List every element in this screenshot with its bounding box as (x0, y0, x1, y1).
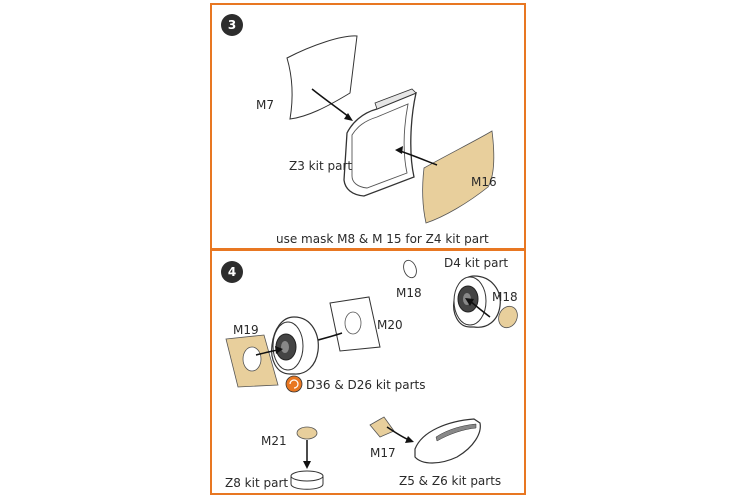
arrow-m7-head (344, 113, 353, 121)
arrow-m17 (386, 426, 410, 441)
label-m21: M21 (261, 434, 287, 448)
label-m16: M16 (471, 175, 497, 189)
part-z8-top (290, 470, 324, 482)
mask-m20-hole (344, 311, 362, 335)
arrow-m19-head (275, 346, 283, 354)
step-4-diagram: D4 kit part M18 M18 M20 M19 D36 & D26 ki… (225, 256, 518, 490)
canopy-frame-top (374, 88, 417, 110)
mask-m19-hole (242, 346, 262, 372)
mask-m7-sheet (286, 35, 358, 120)
arrow-m18-head (465, 298, 474, 306)
arrow-m16 (399, 150, 438, 166)
arrow-m7 (311, 88, 350, 118)
mask-m16 (422, 130, 495, 224)
arrow-m17-head (405, 436, 414, 443)
step-4-panel: 4 D4 kit part M18 M18 M20 M19 (210, 249, 526, 495)
mask-m17 (369, 416, 395, 438)
wheel-d36-hub-center (281, 341, 289, 353)
step-3-diagram: M7 Z3 kit part M16 use mask M8 & M 15 fo… (256, 35, 497, 246)
rotate-icon (285, 375, 303, 393)
arrow-m21-head (303, 461, 311, 469)
canopy-inner (351, 103, 409, 189)
label-m18-left: M18 (396, 286, 422, 300)
part-z5-z6-strip (435, 423, 477, 442)
step-3-note: use mask M8 & M 15 for Z4 kit part (276, 232, 489, 246)
mask-m18-large (498, 305, 518, 329)
label-m7: M7 (256, 98, 274, 112)
step-number-badge: 4 (221, 261, 243, 283)
label-m17: M17 (370, 446, 396, 460)
arrow-m16-head (395, 146, 403, 154)
step-number-badge: 3 (221, 14, 243, 36)
step-3-panel: 3 M7 Z3 kit part M16 use mask M8 & M 15 … (210, 3, 526, 250)
label-d4: D4 kit part (444, 256, 508, 270)
label-d36: D36 & D26 kit parts (306, 378, 425, 392)
label-z3: Z3 kit part (289, 159, 352, 173)
label-m20: M20 (377, 318, 403, 332)
label-z5: Z5 & Z6 kit parts (399, 474, 501, 488)
label-m18-right: M18 (492, 290, 518, 304)
label-m19: M19 (233, 323, 259, 337)
label-z8: Z8 kit part (225, 476, 288, 490)
mask-m21 (296, 426, 318, 440)
mask-m18-small (403, 259, 417, 279)
